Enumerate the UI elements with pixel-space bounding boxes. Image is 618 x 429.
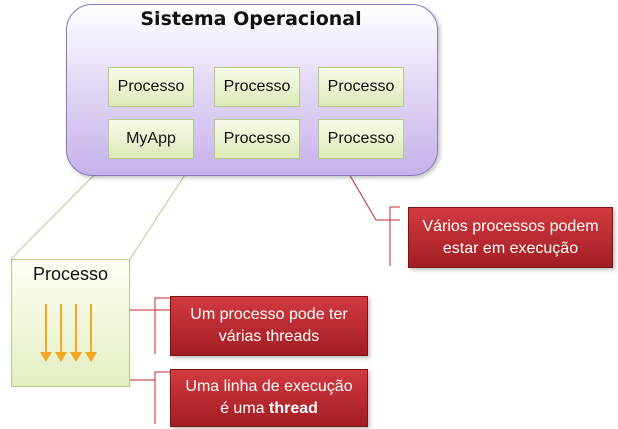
callout-threads: Um processo pode ter várias threads	[170, 296, 368, 356]
bracket-thread-def	[154, 371, 170, 424]
myapp-box: MyApp	[108, 119, 194, 159]
callout-many-processes-line-1: Vários processos podem	[422, 217, 599, 235]
callout-threads-line-1: Um processo pode ter	[190, 306, 348, 323]
callout-many-processes-line-2: estar em execução	[442, 239, 579, 257]
os-title: Sistema Operacional	[140, 8, 362, 30]
callout-thread-def-text: é uma	[220, 400, 269, 417]
pointer-many-processes	[344, 166, 400, 221]
process-box-1: Processo	[108, 67, 194, 107]
detail-process-label: Processo	[32, 264, 109, 284]
process-box-3: Processo	[318, 67, 404, 107]
callout-threads-line-2: várias threads	[218, 328, 320, 345]
callout-many-processes: Vários processos podem estar em execução	[408, 207, 613, 268]
thread-arrow-head-2	[55, 352, 67, 362]
callout-thread-def-line-2: é uma thread	[220, 398, 318, 420]
thread-arrow-head-1	[40, 352, 52, 362]
bracket-many-processes	[389, 206, 400, 266]
zoom-line-left	[10, 160, 109, 260]
process-box-6: Processo	[318, 119, 404, 159]
callout-thread-def-bold: thread	[269, 400, 318, 417]
thread-arrows	[40, 304, 97, 362]
thread-arrow-head-4	[85, 352, 97, 362]
zoom-line-right	[129, 160, 195, 260]
callout-thread-definition: Uma linha de execução é uma thread	[170, 369, 368, 427]
thread-arrow-head-3	[70, 352, 82, 362]
process-box-2: Processo	[214, 67, 300, 107]
detail-process-box	[11, 259, 130, 387]
process-box-5: Processo	[214, 119, 300, 159]
callout-thread-def-line-1: Uma linha de execução	[185, 378, 353, 395]
bracket-threads	[154, 297, 170, 354]
